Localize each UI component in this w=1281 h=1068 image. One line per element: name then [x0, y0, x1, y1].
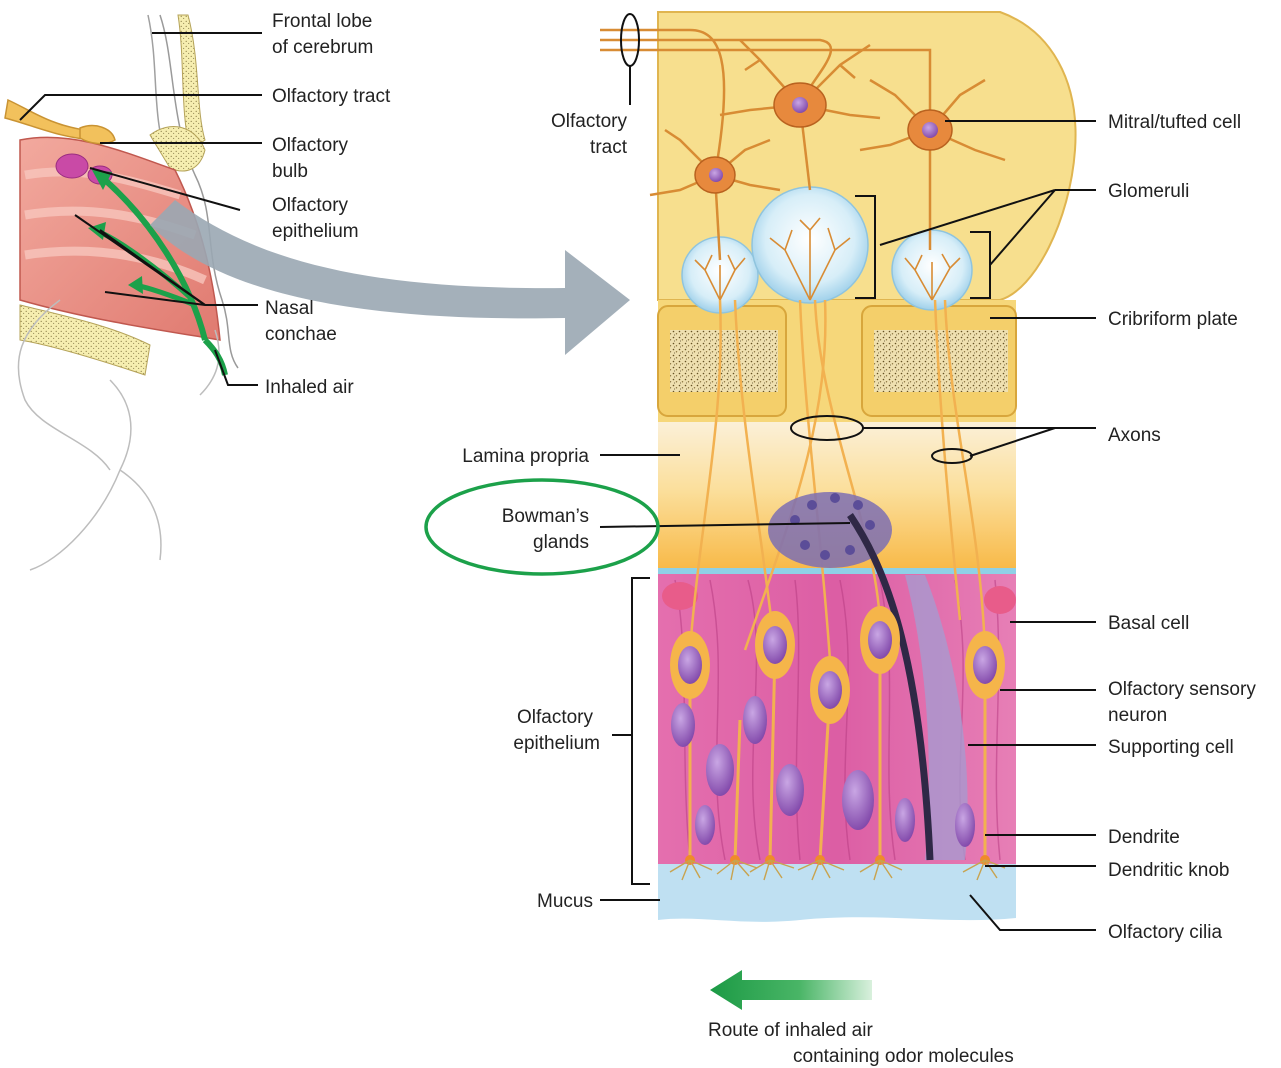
label-frontal-lobe-1: Frontal lobe	[272, 11, 372, 32]
label-olfactory-epithelium-center-2: epithelium	[513, 733, 600, 754]
label-mitral-tufted-cell: Mitral/tufted cell	[1108, 112, 1241, 133]
label-olfactory-epithelium-left-1: Olfactory	[272, 195, 349, 216]
label-inhaled-air: Inhaled air	[265, 377, 354, 398]
label-nasal-conchae-1: Nasal	[265, 298, 314, 319]
label-glomeruli: Glomeruli	[1108, 181, 1189, 202]
legend-arrow	[710, 970, 872, 1010]
label-olfactory-epithelium-left-2: epithelium	[272, 221, 359, 242]
legend-line-1: Route of inhaled air	[708, 1020, 873, 1041]
label-olfactory-epithelium-center-1: Olfactory	[517, 707, 594, 728]
label-olfactory-tract-center-1: Olfactory	[551, 111, 628, 132]
label-bowmans-2: glands	[533, 532, 589, 553]
left-olfactory-bulb-spot	[56, 154, 88, 178]
head-sagittal-section	[5, 15, 238, 570]
label-olfactory-cilia: Olfactory cilia	[1108, 922, 1222, 943]
right-labels: Mitral/tufted cell Glomeruli Cribriform …	[1108, 112, 1256, 943]
label-supporting-cell: Supporting cell	[1108, 737, 1234, 758]
legend-line-2: containing odor molecules	[793, 1046, 1014, 1067]
label-dendritic-knob: Dendritic knob	[1108, 860, 1229, 881]
label-bowmans-1: Bowman’s	[502, 506, 589, 527]
label-mucus: Mucus	[537, 891, 593, 912]
mucus-layer	[658, 864, 1016, 922]
label-olfactory-tract-center-2: tract	[590, 137, 628, 158]
label-basal-cell: Basal cell	[1108, 613, 1189, 634]
center-labels: Olfactory tract Lamina propria Bowman’s …	[462, 111, 627, 912]
label-dendrite: Dendrite	[1108, 827, 1180, 848]
label-olfactory-bulb-2: bulb	[272, 161, 308, 182]
label-cribriform-plate: Cribriform plate	[1108, 309, 1238, 330]
olfactory-zoom-panel	[600, 12, 1076, 922]
label-olfactory-bulb-1: Olfactory	[272, 135, 349, 156]
label-axons: Axons	[1108, 425, 1161, 446]
label-frontal-lobe-2: of cerebrum	[272, 37, 373, 58]
label-lamina-propria: Lamina propria	[462, 446, 589, 467]
label-osn-1: Olfactory sensory	[1108, 679, 1256, 700]
label-olfactory-tract-left: Olfactory tract	[272, 86, 391, 107]
zoom-arrow	[150, 200, 630, 355]
left-labels: Frontal lobe of cerebrum Olfactory tract…	[265, 11, 391, 398]
legend-text: Route of inhaled air containing odor mol…	[708, 1020, 1014, 1067]
label-osn-2: neuron	[1108, 705, 1167, 726]
label-nasal-conchae-2: conchae	[265, 324, 337, 345]
